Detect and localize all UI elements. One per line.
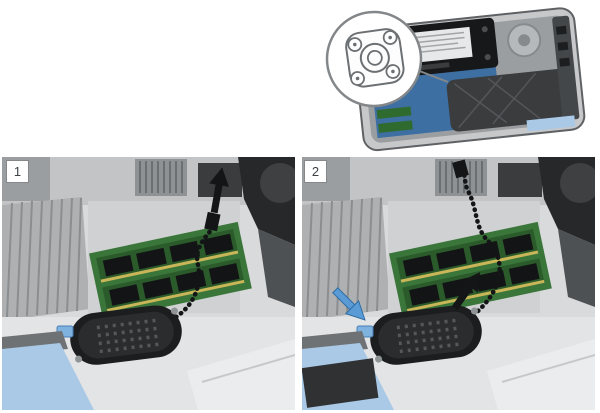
speaker-screw [470,307,478,315]
ram-module [102,258,245,312]
cable-connector [452,159,469,179]
step-2-panel [302,157,595,410]
motherboard [389,221,552,321]
chassis-overview-illustration [325,7,586,152]
speaker-mounting-plate-icon [345,28,405,88]
drive-in-bay [302,358,379,408]
speaker-screw [170,307,178,315]
speaker [370,305,482,365]
hard-drive [402,17,499,77]
front-bezel [2,331,94,410]
cable-connector [204,211,221,232]
screw-icon [382,30,398,45]
motherboard [89,221,252,321]
speaker-callout [325,10,423,108]
bottom-right-structure [487,339,595,410]
lift-speaker-arrow-icon [451,272,481,311]
ram-module [396,229,539,283]
press-tab-arrow-icon [332,287,366,321]
front-bezel-edge [526,115,576,132]
ram-module [96,229,239,283]
disconnect-arrow-icon [209,167,229,214]
step-1-panel [2,157,295,410]
speaker-screw [375,355,383,363]
speaker-cable-disconnected [452,159,502,314]
heatsink-shroud [446,68,572,132]
ram-slots [376,106,413,133]
step-2-illustration [302,157,595,410]
bottom-right-structure [187,339,295,410]
speaker-screw [75,355,83,363]
speaker-cable [173,211,221,320]
step-2-badge: 2 [304,160,327,183]
speaker [70,305,182,365]
step-1-illustration [2,157,295,410]
fan-shroud-corner [238,157,295,307]
rear-io-panel [552,15,580,121]
screw-icon [347,37,363,52]
chassis-overview [296,2,596,154]
front-bezel [302,331,394,410]
heatsink [2,197,90,321]
heatsink [302,197,390,321]
step-1-badge: 1 [6,160,29,183]
screw-icon [385,64,401,79]
screw-icon [350,71,365,86]
fan-shroud-corner [538,157,595,307]
